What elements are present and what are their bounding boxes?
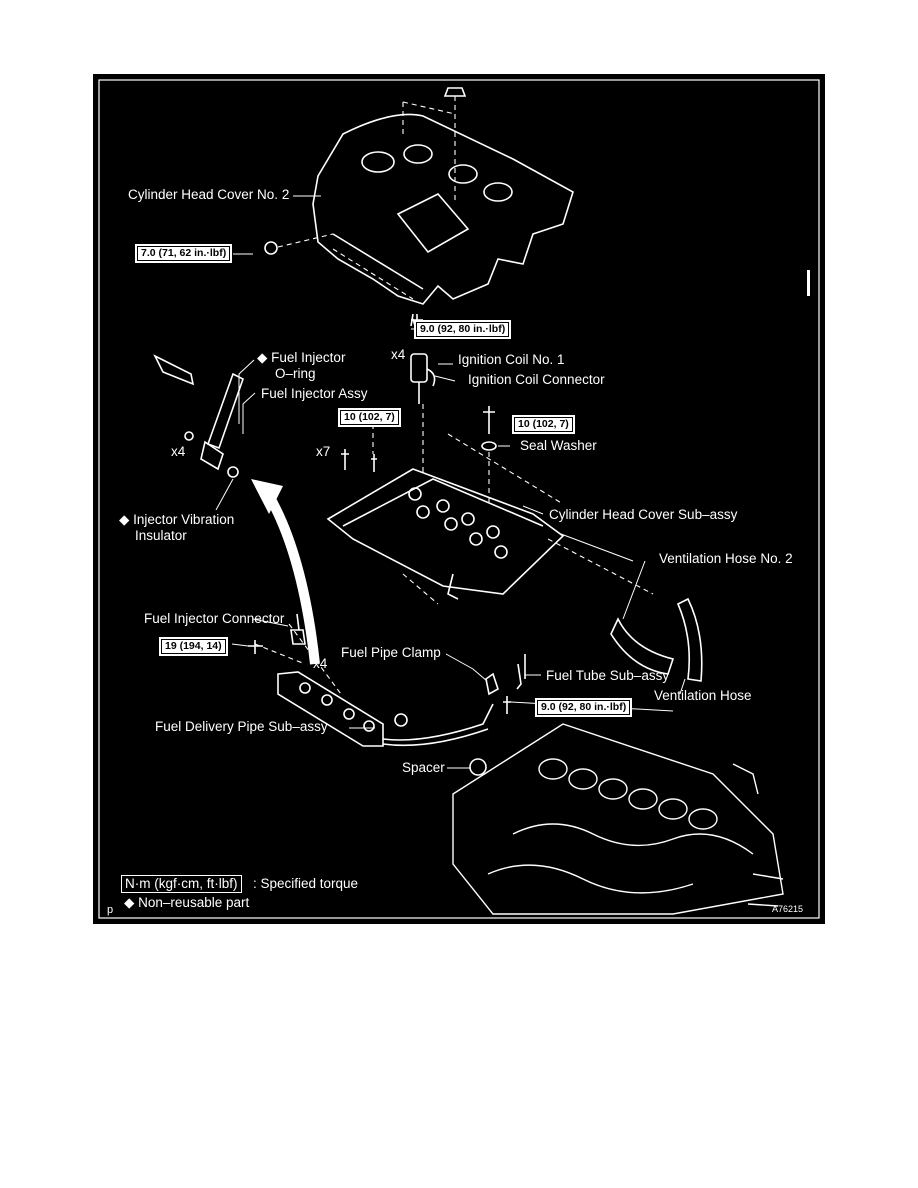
legend-torque-text: : Specified torque xyxy=(253,876,359,891)
label-ventilation-hose: Ventilation Hose xyxy=(654,688,752,703)
figure-id: A76215 xyxy=(772,904,804,914)
torque-cover-no2-nut: 7.0 (71, 62 in.·lbf) xyxy=(135,244,233,263)
fuel-injector-shape xyxy=(153,354,244,478)
legend-nonreusable: ◆ Non–reusable part xyxy=(124,895,250,910)
label-fuel-injector-connector: Fuel Injector Connector xyxy=(144,611,285,626)
label-cylinder-head-cover-subassy: Cylinder Head Cover Sub–assy xyxy=(549,507,738,522)
margin-tick xyxy=(807,270,810,296)
nonreusable-diamond-icon: ◆ xyxy=(257,350,268,365)
cylinder-head-cover-subassy-shape xyxy=(326,468,565,600)
label-injector-vibration-insulator: ◆ Injector Vibration Insulator xyxy=(119,512,235,543)
label-fuel-tube-subassy: Fuel Tube Sub–assy xyxy=(546,668,670,683)
qty-injector: x4 xyxy=(171,444,186,459)
label-ventilation-hose-no2: Ventilation Hose No. 2 xyxy=(659,551,793,566)
cylinder-head-cover-no2-shape xyxy=(312,113,574,305)
legend-torque-unit: N·m (kgf·cm, ft·lbf) xyxy=(121,875,242,894)
label-ignition-coil-connector: Ignition Coil Connector xyxy=(468,372,605,387)
engine-block-shape xyxy=(452,723,784,915)
qty-injector-connector: x4 xyxy=(313,656,328,671)
label-cylinder-head-cover-no2: Cylinder Head Cover No. 2 xyxy=(128,187,290,202)
fuel-delivery-pipe-shape xyxy=(277,671,494,747)
diagram-artwork xyxy=(98,79,820,919)
exploded-diagram: Cylinder Head Cover No. 2 7.0 (71, 62 in… xyxy=(93,74,825,924)
ventilation-hose-shape xyxy=(610,597,703,682)
label-fuel-delivery-pipe-subassy: Fuel Delivery Pipe Sub–assy xyxy=(155,719,328,734)
label-seal-washer: Seal Washer xyxy=(520,438,597,453)
top-nut xyxy=(443,87,467,97)
qty-cover-bolts: x7 xyxy=(316,444,331,459)
torque-cover-bolts: 10 (102, 7) xyxy=(338,408,401,427)
nonreusable-diamond-icon: ◆ xyxy=(124,895,135,910)
figure-frame xyxy=(98,79,820,919)
torque-fuel-tube-bolt: 9.0 (92, 80 in.·lbf) xyxy=(535,698,633,717)
label-ignition-coil-no1: Ignition Coil No. 1 xyxy=(458,352,565,367)
label-fuel-injector-oring: ◆ Fuel Injector O–ring xyxy=(257,350,346,381)
corner-mark: p xyxy=(107,904,114,916)
torque-ignition-coil-bolt: 9.0 (92, 80 in.·lbf) xyxy=(414,320,512,339)
qty-ignition-coil: x4 xyxy=(391,347,406,362)
label-fuel-injector-assy: Fuel Injector Assy xyxy=(261,386,368,401)
install-arrow xyxy=(263,491,320,665)
nonreusable-diamond-icon: ◆ xyxy=(119,512,130,527)
torque-seal-washer-bolt: 10 (102, 7) xyxy=(512,415,575,434)
label-spacer: Spacer xyxy=(402,760,445,775)
torque-delivery-pipe-bolt: 19 (194, 14) xyxy=(159,637,228,656)
label-fuel-pipe-clamp: Fuel Pipe Clamp xyxy=(341,645,441,660)
